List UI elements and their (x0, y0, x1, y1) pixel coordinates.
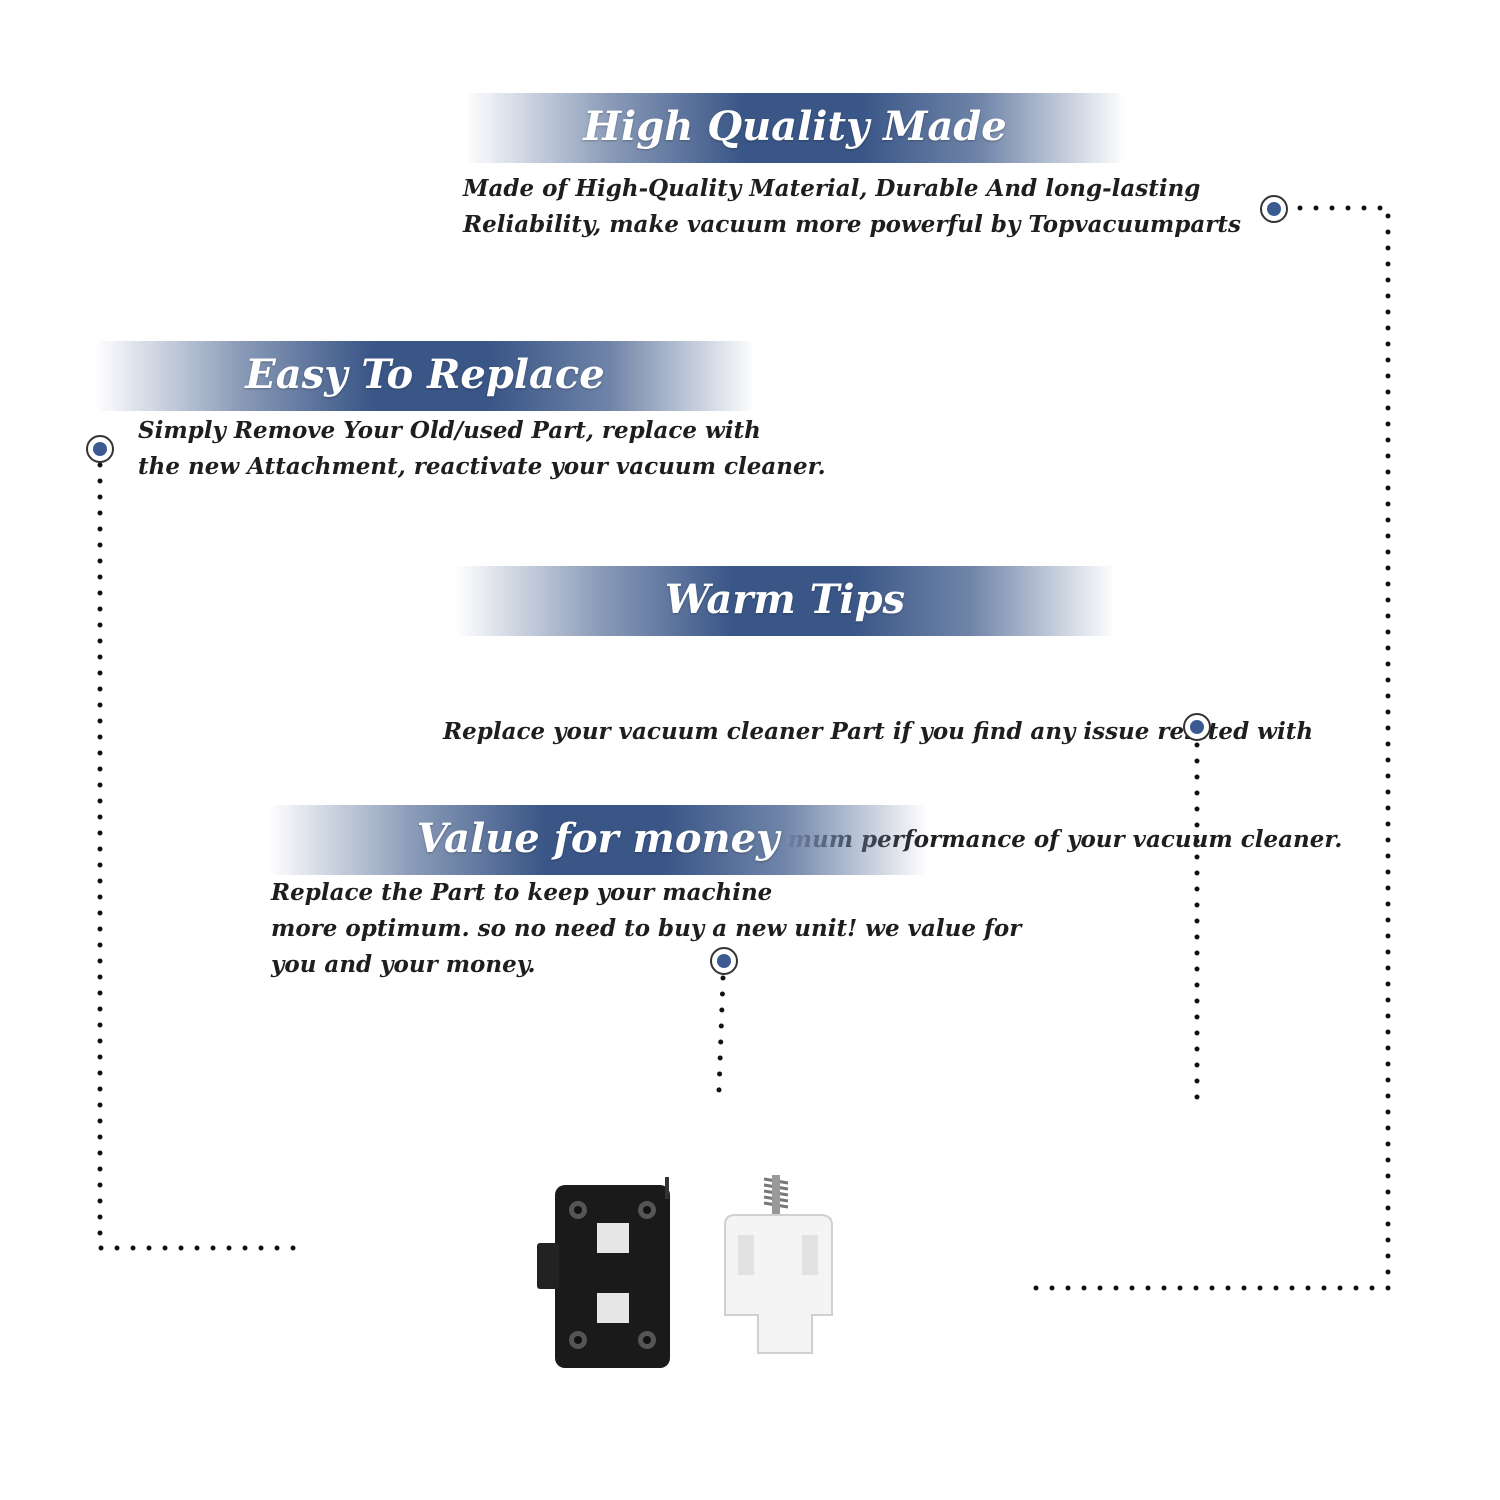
banner-high-quality: High Quality Made (465, 93, 1125, 163)
banner-value: Value for money (268, 805, 928, 875)
section-description: Simply Remove Your Old/used Part, replac… (138, 413, 826, 485)
section-description: Made of High-Quality Material, Durable A… (463, 171, 1241, 243)
connector-easy-replace (97, 462, 303, 1251)
section-title: Easy To Replace (245, 351, 605, 398)
banner-warm-tips: Warm Tips (455, 566, 1115, 636)
section-description: Replace the Part to keep your machine mo… (271, 875, 1021, 983)
section-title: Value for money (416, 815, 780, 862)
description-line: Replace the Part to keep your machine (271, 879, 773, 906)
description-line: you and your money. (271, 951, 536, 978)
marker-icon (1183, 713, 1211, 741)
description-line: Simply Remove Your Old/used Part, replac… (138, 417, 761, 444)
marker-icon (86, 435, 114, 463)
vacuum-part-photo (537, 1175, 833, 1368)
section-title: High Quality Made (583, 103, 1007, 150)
marker-icon (1260, 195, 1288, 223)
white-latch (724, 1175, 833, 1354)
banner-easy-replace: Easy To Replace (95, 341, 755, 411)
description-line: Made of High-Quality Material, Durable A… (463, 175, 1201, 202)
section-title: Warm Tips (664, 576, 906, 623)
marker-icon (710, 947, 738, 975)
description-line: more optimum. so no need to buy a new un… (271, 915, 1022, 942)
black-plate (537, 1177, 670, 1368)
description-line: the new Attachment, reactivate your vacu… (138, 453, 826, 480)
connector-high-quality (1032, 205, 1391, 1291)
connector-value (716, 975, 726, 1093)
description-line: Reliability, make vacuum more powerful b… (463, 211, 1241, 238)
